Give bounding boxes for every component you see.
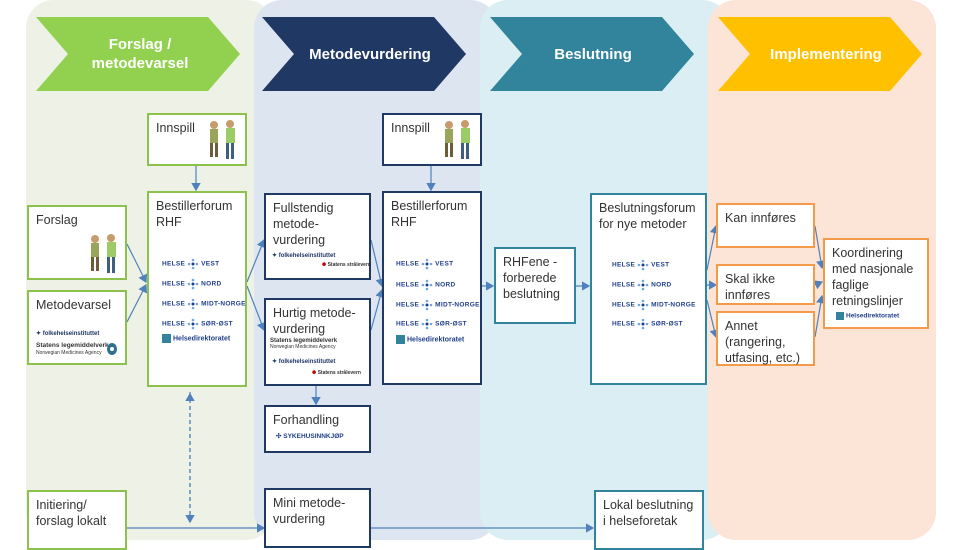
initiering-label: Initiering/ forslag lokalt [36,498,107,528]
stralevern-logo: ✺ Statens strålevern [322,262,371,268]
beslutningsforum-label: Beslutningsforum for nye metoder [599,201,696,231]
phase-beslutning-label: Beslutning [554,45,632,63]
legemiddelverk-emblem [107,343,117,355]
bestillerforum-label-1: Bestillerforum RHF [156,199,233,229]
lokal-beslutning-label: Lokal beslutning i helseforetak [603,498,694,528]
annet-box: Annet (rangering, utfasing, etc.) [716,311,815,366]
hurtig-box: Hurtig metode-vurdering [264,298,371,386]
hurtig-label: Hurtig metode-vurdering [273,306,356,336]
forhandling-label: Forhandling [273,413,340,427]
kan-innfores-label: Kan innføres [725,211,796,225]
bestillerforum-box-1: Bestillerforum RHF [147,191,247,387]
forslag-label: Forslag [36,213,78,227]
fhi-logo: ✦ folkehelseinstituttet [36,331,100,337]
koordinering-label: Koordinering med nasjonale faglige retni… [832,246,914,308]
rhfene-box: RHFene -forberede beslutning [494,247,576,324]
helsedirektoratet-logo: Helsedirektoratet [396,335,464,344]
beslutningsforum-box: Beslutningsforum for nye metoder [590,193,707,385]
mini-metodevurdering-label: Mini metode-vurdering [273,496,346,526]
lokal-beslutning-box: Lokal beslutning i helseforetak [594,490,704,550]
sykehusinnkjop-logo: ✣ SYKEHUSINNKJØP [276,433,344,440]
people-icon [91,234,116,273]
phase-metodevurdering-label: Metodevurdering [309,45,431,63]
helsedirektoratet-logo: Helsedirektoratet [162,334,230,343]
fhi-logo: ✦ folkehelseinstituttet [272,253,336,259]
rhfene-label: RHFene -forberede beslutning [503,255,560,301]
mini-metodevurdering-box: Mini metode-vurdering [264,488,371,548]
people-icon [445,120,470,159]
forhandling-box: Forhandling [264,405,371,453]
fhi-logo: ✦ folkehelseinstituttet [272,359,336,365]
helsedirektoratet-logo: Helsedirektoratet [836,312,899,320]
metodevarsel-label: Metodevarsel [36,298,112,312]
innspill-label-1: Innspill [156,121,195,135]
initiering-box: Initiering/ forslag lokalt [27,490,127,550]
kan-innfores-box: Kan innføres [716,203,815,248]
annet-label: Annet (rangering, utfasing, etc.) [725,319,801,365]
forslag-box: Forslag [27,205,127,280]
skal-ikke-innfores-box: Skal ikke innføres [716,264,815,305]
fullstendig-label: Fullstendig metode-vurdering [273,201,334,247]
phase-forslag-label: Forslag / metodevarsel [91,36,189,72]
innspill-label-2: Innspill [391,121,430,135]
phase-implementering-label: Implementering [770,45,882,63]
people-icon [210,120,235,159]
bestillerforum-label-2: Bestillerforum RHF [391,199,468,229]
fullstendig-box: Fullstendig metode-vurdering [264,193,371,280]
stralevern-logo: ✺ Statens strålevern [312,370,361,376]
skal-ikke-innfores-label: Skal ikke innføres [725,272,776,302]
bestillerforum-box-2: Bestillerforum RHF [382,191,482,385]
